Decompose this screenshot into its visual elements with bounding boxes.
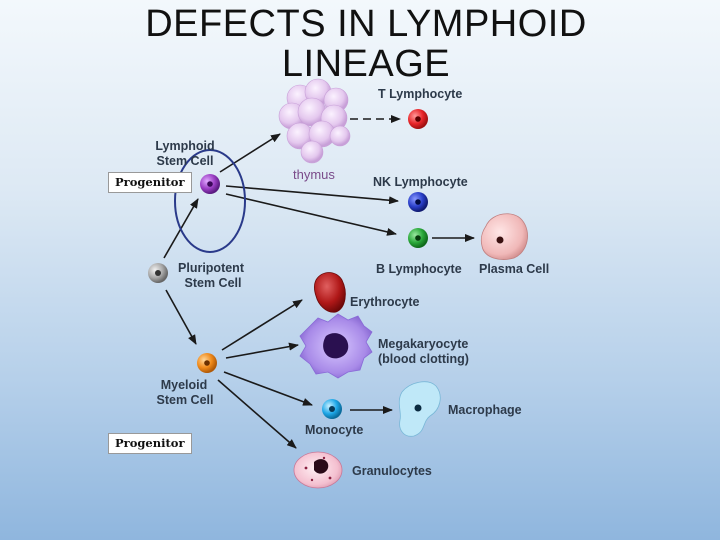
arrow-myeloid-to-megakaryocyte [225,342,299,359]
progenitor-box-lymphoid: Progenitor [108,172,192,193]
label-nk-lymphocyte: NK Lymphocyte [373,175,468,189]
label-lymphoid-stem-cell-line1: Lymphoid [155,139,214,153]
progenitor-box-myeloid: Progenitor [108,433,192,454]
arrow-myeloid-to-erythrocyte [221,299,303,351]
nk-lymphocyte-icon [408,192,428,212]
erythrocyte-icon [314,272,346,313]
label-thymus: thymus [293,167,335,182]
macrophage-icon [398,381,441,437]
pluripotent-stem-cell-icon [148,263,168,283]
label-megakaryocyte-line2: (blood clotting) [378,352,469,366]
label-myeloid-stem-cell-line1: Myeloid [161,378,208,392]
plasma-cell-icon [480,213,528,260]
arrow-myeloid-to-monocyte [223,371,313,406]
label-granulocytes: Granulocytes [352,464,432,478]
lymphoid-stem-cell-icon [200,174,220,194]
label-t-lymphocyte: T Lymphocyte [378,87,462,101]
label-plasma-cell: Plasma Cell [479,262,549,276]
label-megakaryocyte-line1: Megakaryocyte [378,337,468,351]
megakaryocyte-icon [299,313,373,379]
t-lymphocyte-icon [408,109,428,129]
thymus-icon [278,78,351,164]
label-b-lymphocyte: B Lymphocyte [376,262,462,276]
label-lymphoid-stem-cell-line2: Stem Cell [157,154,214,168]
lymphoid-highlight-oval [174,149,246,253]
b-lymphocyte-icon [408,228,428,248]
arrow-lymphoid-to-nk [225,185,399,205]
arrow-pluripotent-to-myeloid [165,289,197,345]
monocyte-icon [322,399,342,419]
myeloid-stem-cell-icon [197,353,217,373]
label-pluripotent-stem-cell-line1: Pluripotent [178,261,245,275]
label-monocyte: Monocyte [305,423,363,437]
label-macrophage: Macrophage [448,403,522,417]
granulocyte-icon [293,451,343,489]
label-pluripotent-stem-cell-line2: Stem Cell [185,276,242,290]
label-erythrocyte: Erythrocyte [350,295,420,309]
arrow-lymphoid-to-thymus [219,133,281,173]
label-myeloid-stem-cell-line2: Stem Cell [157,393,214,407]
arrow-lymphoid-to-b-cell [225,193,397,236]
arrows [163,115,475,449]
arrow-myeloid-to-granulocytes [217,379,297,449]
